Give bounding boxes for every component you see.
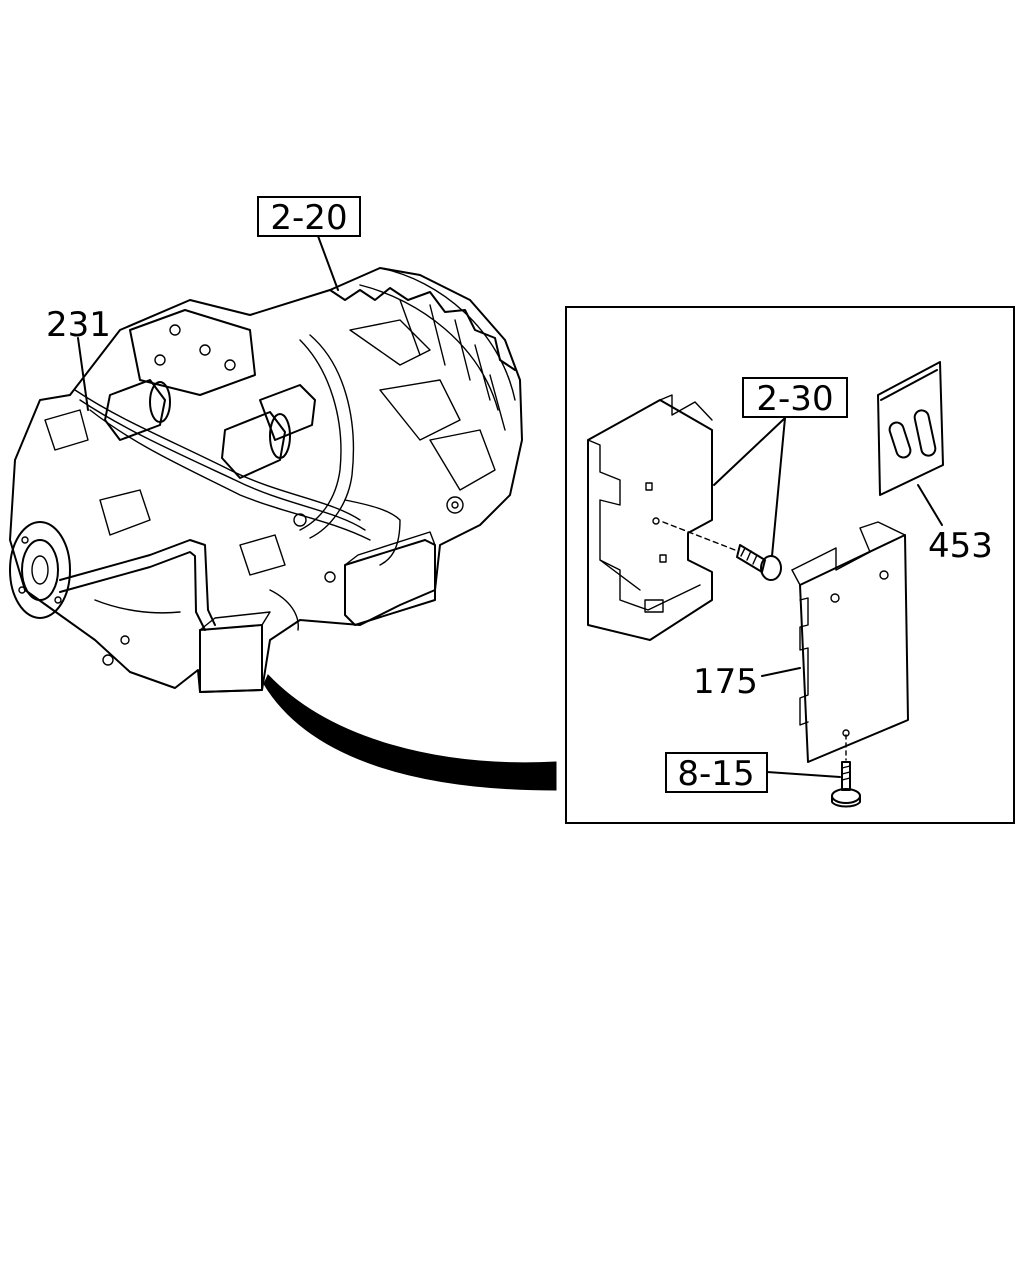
leader-453 [917,484,943,526]
ref-2-30-label: 2-30 [756,379,833,419]
bracket [587,394,713,641]
leader-231 [77,337,89,411]
ref-8-15-box [665,752,768,793]
ref-8-15-label: 8-15 [677,754,754,794]
ref-2-30-box [742,377,848,418]
gasket-453 [877,361,944,496]
callout-ref-8-15: 8-15 [665,752,768,794]
controller-unit-175 [791,521,909,763]
leader-2-30-b [771,417,786,557]
part-175-label: 175 [693,662,758,702]
part-453-label: 453 [928,526,993,566]
part-231-label: 231 [46,305,111,345]
ref-2-20-box [257,196,361,237]
leader-2-30-a [713,417,786,486]
ref-2-20-label: 2-20 [270,198,347,238]
leader-2-20 [317,235,339,291]
detail-pointer [263,674,557,791]
screw-8-15 [831,734,861,808]
leader-175 [761,667,801,677]
leader-8-15 [766,771,841,778]
callout-ref-2-20: 2-20 [257,196,361,238]
callout-ref-2-30: 2-30 [742,377,848,419]
transmission-assembly [9,267,523,693]
